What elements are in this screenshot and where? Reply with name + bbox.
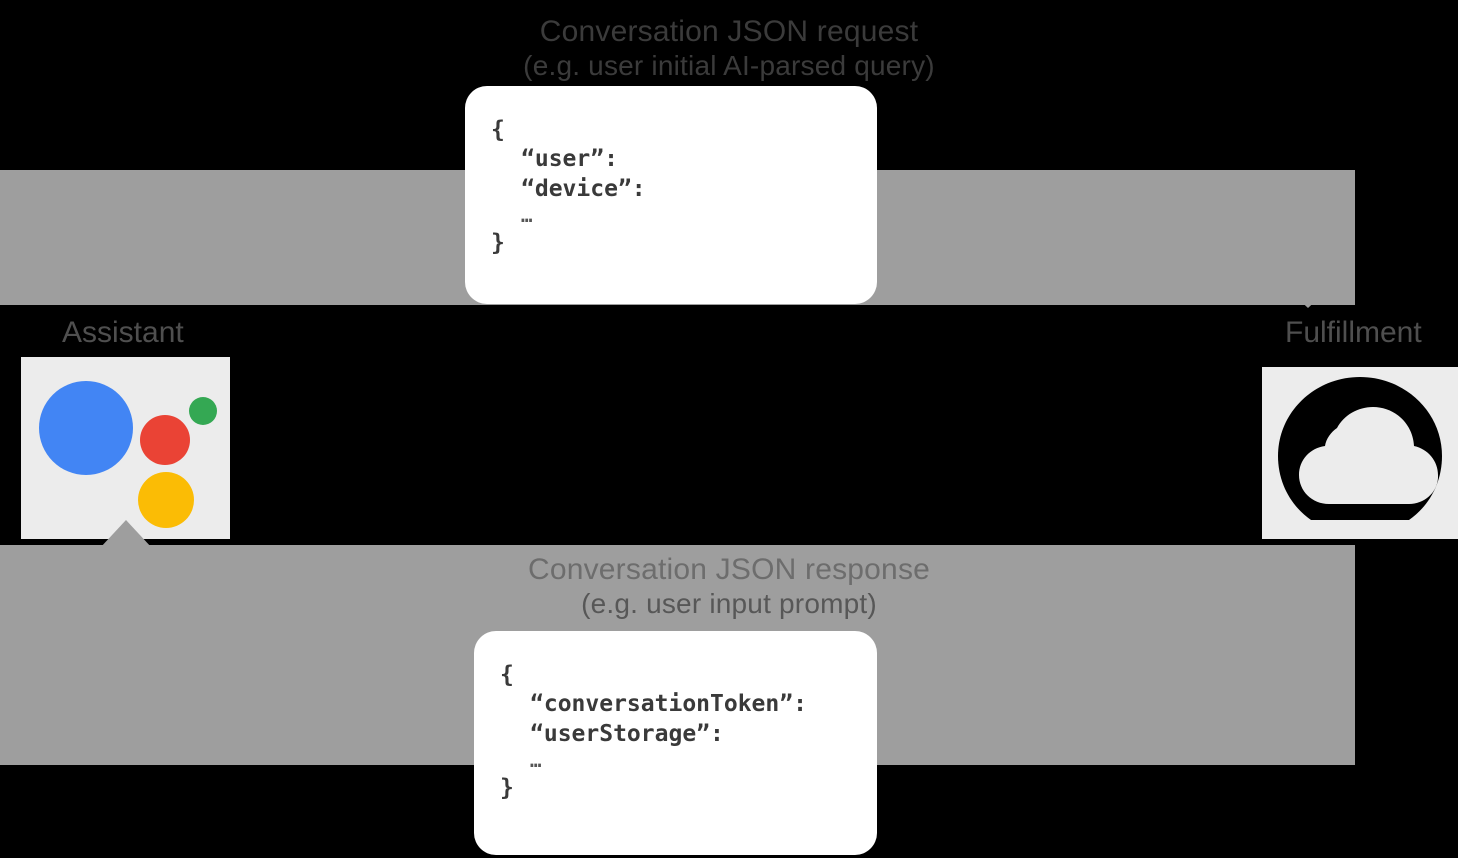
request-json-card: { “user”: “device”: … } — [465, 86, 877, 304]
response-json-key-user-storage: “userStorage”: — [530, 720, 724, 747]
response-json-key-conversation-token: “conversationToken”: — [530, 691, 807, 718]
google-assistant-icon-dot-green — [189, 397, 217, 425]
request-caption-line2: (e.g. user initial AI-parsed query) — [523, 50, 935, 82]
response-json-card: { “conversationToken”: “userStorage”: … … — [474, 631, 877, 855]
cloud-functions-icon — [1278, 377, 1442, 520]
request-flow-arrow-notch — [1280, 282, 1336, 308]
request-json-key-device: “device”: — [521, 175, 646, 202]
request-caption-line1: Conversation JSON request — [539, 15, 919, 48]
request-json-open-brace: { — [491, 117, 505, 143]
fulfillment-node-label: Fulfillment — [1285, 316, 1422, 349]
response-caption-line1: Conversation JSON response — [527, 553, 931, 586]
request-json-ellipsis: … — [521, 205, 533, 228]
response-caption-line2: (e.g. user input prompt) — [581, 588, 877, 620]
response-flow-arrowhead — [100, 520, 152, 548]
response-json-open-brace: { — [500, 662, 514, 688]
google-assistant-icon-dot-yellow — [138, 472, 194, 528]
response-json-ellipsis: … — [530, 750, 542, 773]
request-caption: Conversation JSON request (e.g. user ini… — [0, 14, 1458, 82]
fulfillment-node[interactable] — [1262, 367, 1458, 539]
assistant-node[interactable] — [21, 357, 230, 539]
assistant-node-label: Assistant — [62, 316, 184, 349]
response-json-close-brace: } — [500, 774, 514, 801]
google-assistant-icon-dot-red — [140, 415, 190, 465]
request-json-close-brace: } — [491, 229, 505, 256]
response-caption: Conversation JSON response (e.g. user in… — [0, 552, 1458, 620]
request-json-key-user: “user”: — [521, 146, 618, 173]
google-assistant-icon-dot-blue — [39, 381, 133, 475]
